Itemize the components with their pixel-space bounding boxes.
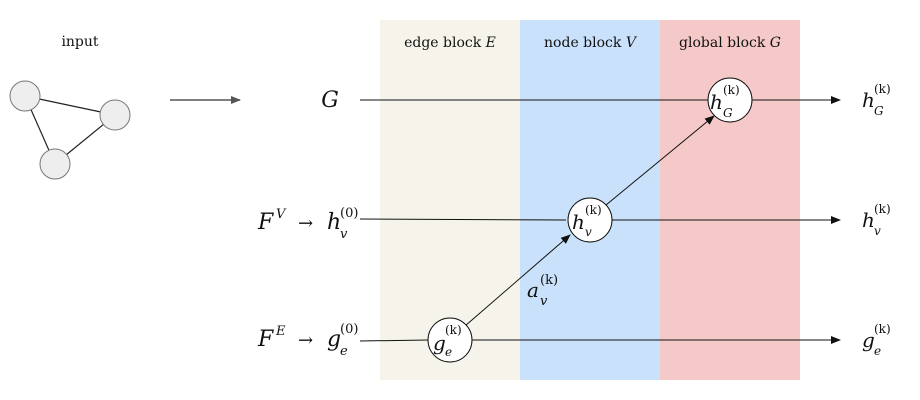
svg-text:(0): (0)	[340, 322, 358, 337]
svg-text:(k): (k)	[585, 203, 602, 217]
global-update-node: h G (k)	[707, 77, 753, 123]
edge-input-label: F E → g e (0)	[257, 322, 358, 359]
svg-text:e: e	[874, 344, 881, 358]
global-update-circle	[707, 77, 753, 123]
svg-text:(k): (k)	[445, 323, 462, 337]
global-input-label: G	[321, 88, 339, 113]
svg-text:G: G	[723, 106, 733, 120]
svg-text:h: h	[862, 88, 875, 112]
global-block-background	[660, 20, 800, 380]
svg-text:E: E	[275, 324, 286, 339]
input-graph-node	[39, 148, 71, 180]
edge-update-node: g e (k)	[427, 317, 473, 363]
input-graph-node	[99, 99, 131, 131]
svg-text:h: h	[710, 90, 723, 114]
svg-text:G: G	[874, 104, 884, 118]
svg-text:v: v	[540, 294, 548, 309]
node-block-header: node block V	[544, 35, 638, 51]
svg-text:g: g	[433, 331, 446, 355]
svg-text:a: a	[527, 278, 539, 302]
node-to-global-arrow	[605, 115, 715, 206]
svg-text:e: e	[445, 345, 452, 359]
svg-text:g: g	[862, 328, 875, 352]
node-update-node: h v (k)	[567, 197, 613, 243]
svg-text:F: F	[257, 327, 274, 352]
global-block-header: global block G	[679, 35, 781, 51]
svg-text:→: →	[298, 213, 313, 234]
svg-text:(k): (k)	[874, 202, 891, 216]
svg-text:V: V	[276, 207, 287, 222]
global-output-label: h G (k)	[862, 82, 891, 118]
node-output-label: h v (k)	[862, 202, 891, 238]
svg-text:(k): (k)	[723, 83, 740, 97]
svg-text:F: F	[257, 210, 274, 235]
edge-to-node-arrow	[464, 234, 571, 327]
svg-text:g: g	[327, 327, 341, 352]
svg-text:(k): (k)	[874, 82, 891, 96]
svg-text:v: v	[874, 224, 881, 238]
svg-text:e: e	[340, 344, 348, 359]
svg-text:h: h	[327, 210, 341, 235]
svg-text:h: h	[572, 210, 585, 234]
input-graph	[9, 80, 131, 180]
input-label: input	[61, 34, 98, 50]
svg-text:(k): (k)	[874, 322, 891, 336]
aggregate-label: a v (k)	[527, 273, 558, 309]
node-input-label: F V → h v (0)	[257, 206, 358, 242]
svg-text:→: →	[298, 330, 313, 351]
edge-output-label: g e (k)	[862, 322, 891, 358]
node-flow-line	[359, 218, 567, 221]
edge-update-circle	[427, 317, 473, 363]
edge-block-header: edge block E	[404, 35, 496, 51]
svg-text:v: v	[340, 227, 348, 242]
svg-text:(0): (0)	[340, 206, 358, 221]
node-update-circle	[567, 197, 613, 243]
svg-text:(k): (k)	[540, 273, 558, 288]
svg-text:v: v	[585, 225, 592, 239]
svg-text:h: h	[862, 208, 875, 232]
input-graph-node	[9, 80, 41, 112]
edge-flow-line	[359, 339, 429, 342]
